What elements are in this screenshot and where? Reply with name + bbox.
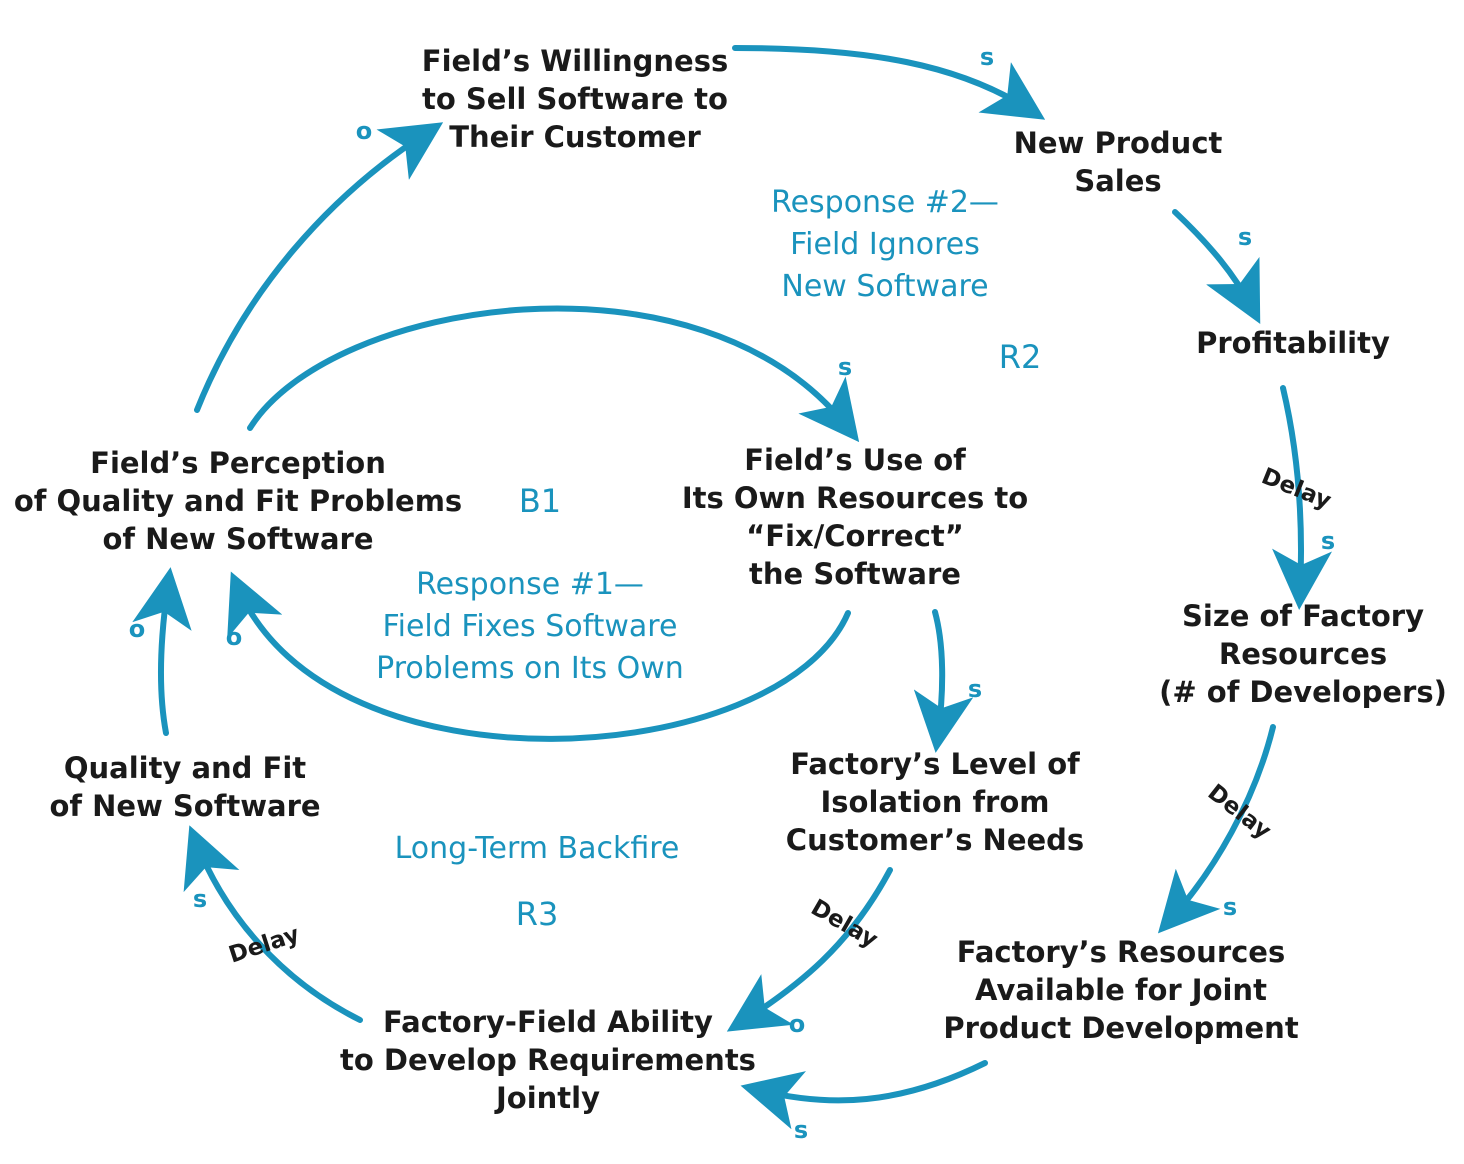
node-field-willingness: Field’s Willingness to Sell Software to … xyxy=(421,44,729,154)
arrow-use-to-isolation xyxy=(913,609,974,753)
note-response-1: Response #1— Field Fixes Software Proble… xyxy=(376,567,684,686)
arrow-use-to-perception xyxy=(227,571,851,742)
arrow-willingness-to-sales xyxy=(732,45,1046,120)
arrow-perception-to-willingness xyxy=(194,122,444,413)
node-field-perception: Field’s Perception of Quality and Fit Pr… xyxy=(13,446,463,556)
node-factory-isolation: Factory’s Level of Isolation from Custom… xyxy=(785,747,1085,857)
arrow-sales-to-profitability xyxy=(1172,209,1261,324)
polarity-willingness-sales: s xyxy=(979,43,995,71)
polarity-isolation-joint: o xyxy=(788,1010,806,1038)
loop-label-b1: B1 xyxy=(518,482,562,520)
polarity-joint-quality: s xyxy=(192,885,208,913)
polarity-perception-use: s xyxy=(837,353,853,381)
arrow-isolation-to-joint xyxy=(726,867,893,1032)
note-response-2: Response #2— Field Ignores New Software xyxy=(771,185,999,304)
polarity-profitability-size: s xyxy=(1320,527,1336,555)
loop-label-r3: R3 xyxy=(515,895,559,933)
arrow-perception-to-use xyxy=(247,305,860,443)
polarity-factory-resources-joint: s xyxy=(793,1116,809,1144)
node-factory-field-ability: Factory-Field Ability to Develop Require… xyxy=(340,1005,756,1115)
polarity-perception-willingness: o xyxy=(355,117,373,145)
node-new-product-sales: New Product Sales xyxy=(1013,126,1223,198)
node-quality-fit: Quality and Fit of New Software xyxy=(49,751,321,823)
node-field-use-resources: Field’s Use of Its Own Resources to “Fix… xyxy=(681,443,1029,591)
arrow-factory-resources-to-joint xyxy=(740,1060,988,1130)
polarity-size-factory-resources: s xyxy=(1222,893,1238,921)
polarity-use-perception: o xyxy=(225,623,243,651)
note-long-term-backfire: Long-Term Backfire xyxy=(394,831,680,866)
arrow-profitability-to-size xyxy=(1272,385,1332,610)
polarity-sales-profitability: s xyxy=(1237,223,1253,251)
arrow-size-to-factory-resources xyxy=(1157,724,1276,934)
arrow-joint-to-quality xyxy=(183,825,363,1023)
polarity-use-isolation: s xyxy=(967,675,983,703)
loop-label-r2: R2 xyxy=(998,338,1042,376)
node-size-factory-resources: Size of Factory Resources (# of Develope… xyxy=(1159,599,1447,709)
node-profitability: Profitability xyxy=(1196,326,1390,360)
node-factory-resources-joint: Factory’s Resources Available for Joint … xyxy=(943,935,1299,1045)
arrow-quality-to-perception xyxy=(132,567,192,736)
polarity-quality-perception: o xyxy=(128,615,146,643)
